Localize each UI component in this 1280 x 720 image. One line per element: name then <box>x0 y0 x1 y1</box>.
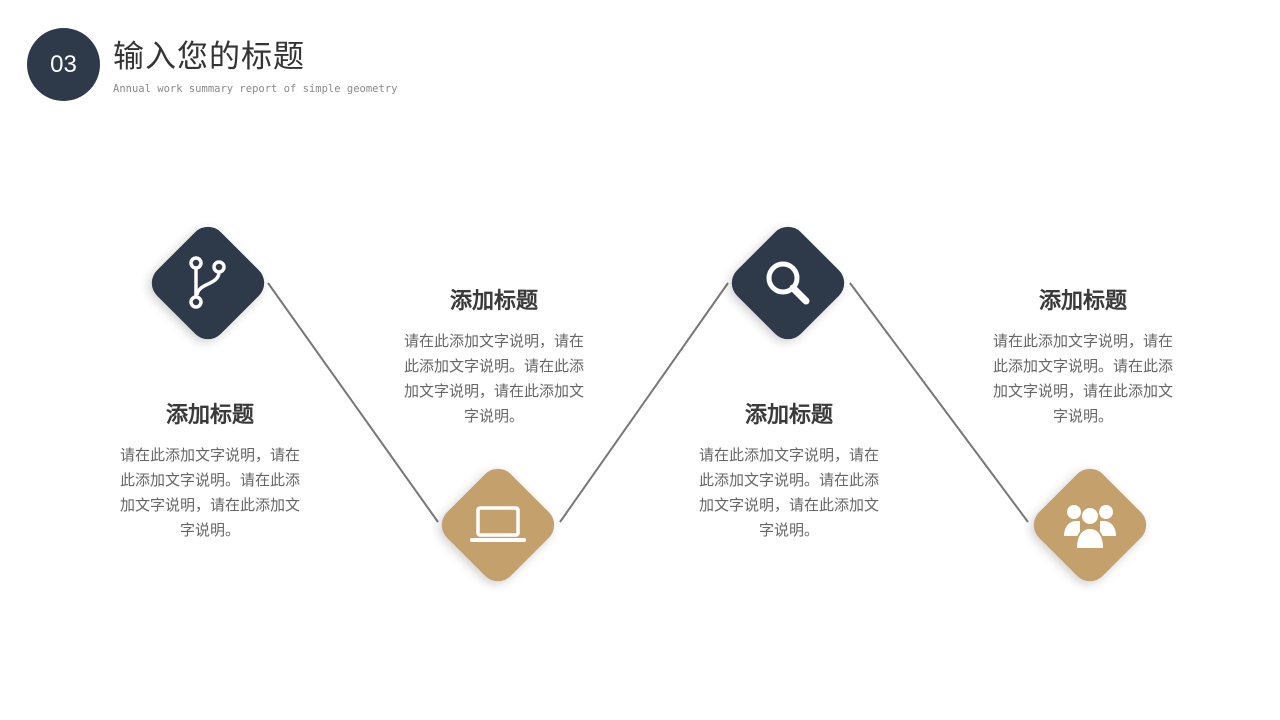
page-subtitle: Annual work summary report of simple geo… <box>113 83 398 95</box>
search-icon <box>724 219 852 347</box>
connector-line-1 <box>267 282 439 523</box>
step-3-diamond[interactable] <box>724 219 852 347</box>
branch-icon <box>144 219 272 347</box>
step-4-text-block: 添加标题 请在此添加文字说明，请在此添加文字说明。请在此添加文字说明，请在此添加… <box>988 287 1178 429</box>
step-4-diamond[interactable] <box>1026 461 1154 589</box>
step-1-description[interactable]: 请在此添加文字说明，请在此添加文字说明。请在此添加文字说明，请在此添加文字说明。 <box>120 446 301 539</box>
step-2-diamond[interactable] <box>434 461 562 589</box>
laptop-icon <box>434 461 562 589</box>
step-4-heading[interactable]: 添加标题 <box>1038 289 1127 314</box>
step-1-text-block: 添加标题 请在此添加文字说明，请在此添加文字说明。请在此添加文字说明，请在此添加… <box>115 401 305 543</box>
page-title[interactable]: 输入您的标题 <box>113 39 305 75</box>
step-4-description[interactable]: 请在此添加文字说明，请在此添加文字说明。请在此添加文字说明，请在此添加文字说明。 <box>993 332 1174 425</box>
step-2-text-block: 添加标题 请在此添加文字说明，请在此添加文字说明。请在此添加文字说明，请在此添加… <box>399 287 589 429</box>
step-2-heading[interactable]: 添加标题 <box>449 289 538 314</box>
section-number-badge: 03 <box>27 28 100 101</box>
team-icon <box>1026 461 1154 589</box>
step-3-text-block: 添加标题 请在此添加文字说明，请在此添加文字说明。请在此添加文字说明，请在此添加… <box>694 401 884 543</box>
step-1-diamond[interactable] <box>144 219 272 347</box>
step-3-description[interactable]: 请在此添加文字说明，请在此添加文字说明。请在此添加文字说明，请在此添加文字说明。 <box>699 446 880 539</box>
step-3-heading[interactable]: 添加标题 <box>744 403 833 428</box>
step-1-heading[interactable]: 添加标题 <box>165 403 254 428</box>
connector-line-3 <box>849 282 1029 523</box>
step-2-description[interactable]: 请在此添加文字说明，请在此添加文字说明。请在此添加文字说明，请在此添加文字说明。 <box>404 332 585 425</box>
connector-line-2 <box>559 282 729 523</box>
